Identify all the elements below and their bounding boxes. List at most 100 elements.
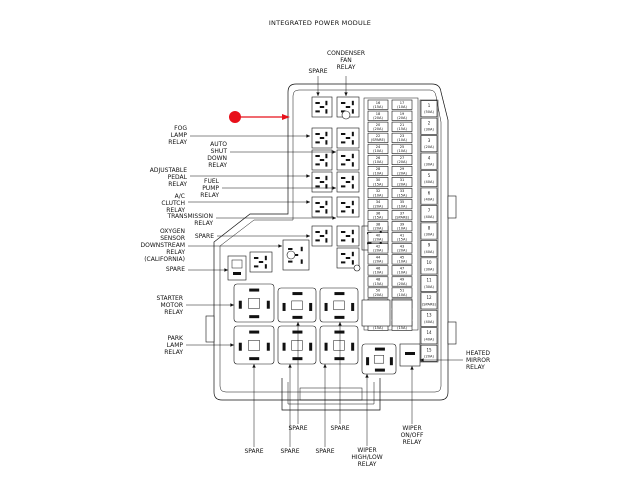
- mini-fuse-rating: (10A): [397, 105, 407, 109]
- cartridge-fuse-number: 11: [426, 278, 432, 283]
- indicator-arrow: [229, 111, 290, 123]
- spare-bottom-3-label-text: SPARE: [280, 448, 299, 455]
- mini-fuse: 35(10A): [391, 199, 413, 210]
- relay-terminal: [286, 250, 296, 260]
- mini-fuse-rating: (10A): [373, 171, 383, 175]
- mini-fuse-rating: (20A): [397, 249, 407, 253]
- spare-bottom-1-label: SPARE: [288, 322, 308, 432]
- mini-fuse-rating: (15A): [397, 127, 407, 131]
- park-lamp-relay-label-text: PARK: [168, 335, 185, 342]
- mini-fuse-rating: (15A): [373, 215, 383, 219]
- mini-fuse-number: 51: [400, 289, 405, 293]
- spare-bottom-3-label: SPARE: [280, 364, 300, 455]
- auto-shut-down-relay-label-text: DOWN: [207, 155, 227, 162]
- oxygen-sensor-downstream-relay-label-text: RELAY: [166, 249, 185, 256]
- mini-fuse-number: 43: [400, 244, 405, 248]
- mini-fuse-number: 16: [376, 101, 381, 105]
- condenser-fan-relay-label-text: CONDENSER: [327, 50, 365, 57]
- mini-fuse-rating: (15A): [397, 193, 407, 197]
- spare-bottom-4-label: SPARE: [315, 364, 335, 455]
- mini-fuse-number: 45: [400, 255, 405, 259]
- starter-motor-relay-label-text: STARTER: [157, 295, 183, 302]
- mini-relay-socket: [311, 96, 333, 118]
- mini-fuse-number: 38: [376, 222, 381, 226]
- mini-fuse-rating: (15A): [397, 238, 407, 242]
- mini-fuse-rating: (20A): [373, 249, 383, 253]
- starter-motor-relay-label-text: RELAY: [164, 309, 183, 316]
- cartridge-fuse-rating: (30A): [424, 163, 434, 167]
- mini-fuse-grid: 16(15A)17(10A)18(20A)19(20A)20(20A)21(15…: [363, 97, 419, 331]
- mini-fuse: 16(15A): [367, 99, 389, 110]
- ac-clutch-relay-label-text: A/C: [175, 193, 185, 200]
- spare-bottom-2-label-text: SPARE: [330, 425, 349, 432]
- large-relay-socket: [277, 287, 317, 323]
- spare-oxygen-label: SPARE: [195, 233, 310, 240]
- cartridge-fuse-number: 15: [426, 348, 432, 353]
- mini-relay-socket: [336, 247, 360, 269]
- mini-fuse: 37(SPARE): [391, 210, 413, 221]
- relay-terminal: [341, 110, 351, 120]
- mini-fuse: 40(20A): [367, 232, 389, 243]
- mini-fuse-number: 34: [376, 200, 381, 204]
- mini-relay-socket: [336, 196, 360, 218]
- mini-fuse-number: 32: [376, 189, 381, 193]
- mini-fuse: 33(15A): [391, 188, 413, 199]
- mini-fuse: 41(15A): [391, 232, 413, 243]
- heated-mirror-relay-label-text: HEATED: [466, 350, 490, 357]
- spare-top-label: SPARE: [308, 68, 328, 96]
- mini-fuse: 47(10A): [391, 265, 413, 276]
- cartridge-fuse-number: 4: [428, 155, 431, 160]
- condenser-fan-relay-label-text: RELAY: [337, 64, 356, 71]
- mini-fuse-number: 19: [400, 112, 405, 116]
- mini-fuse: 34(20A): [367, 199, 389, 210]
- mini-fuse-rating: (10A): [373, 149, 383, 153]
- wiper-on-off-relay-label-text: WIPER: [402, 425, 421, 432]
- mini-relay-socket: [336, 171, 360, 193]
- fuel-pump-relay-label-text: FUEL: [204, 178, 220, 185]
- large-relay-socket: [361, 343, 397, 375]
- cartridge-fuse: 5(40A): [420, 170, 438, 188]
- mini-fuse: 38(20A): [367, 221, 389, 232]
- mini-fuse: 42(20A): [367, 243, 389, 254]
- mini-relay-socket: [311, 149, 333, 171]
- relay-terminal: [353, 264, 361, 272]
- cartridge-fuse-rating: (40A): [424, 337, 434, 341]
- mini-fuse-number: 49: [400, 278, 405, 282]
- heated-mirror-relay-socket: [399, 343, 421, 367]
- mini-fuse-rating: (10A): [397, 260, 407, 264]
- fog-lamp-relay-label-text: FOG: [174, 125, 187, 132]
- spare-bottom-5-label: SPARE: [244, 364, 264, 455]
- mini-fuse: 26(10A): [367, 154, 389, 165]
- cartridge-fuse-rating: (SPARE): [422, 302, 437, 306]
- mini-fuse-rating: (15A): [373, 282, 383, 286]
- mini-fuse-number: 31: [400, 178, 405, 182]
- mini-fuse: 20(20A): [367, 121, 389, 132]
- mini-fuse-number: 40: [376, 233, 381, 237]
- mini-fuse: 48(15A): [367, 276, 389, 287]
- large-relay-bank: [233, 283, 421, 375]
- mini-fuse-rating: (SPARE): [371, 138, 386, 142]
- mini-fuse-number: 28: [376, 167, 381, 171]
- mini-fuse-rating: (10A): [397, 227, 407, 231]
- mini-fuse-rating: (20A): [373, 227, 383, 231]
- spare-left-label: SPARE: [166, 266, 228, 273]
- cartridge-fuse-rating: (20A): [424, 355, 434, 359]
- mini-fuse-number: 44: [376, 255, 381, 259]
- starter-motor-relay-label-text: MOTOR: [161, 302, 183, 309]
- mini-fuse-rating: (20A): [373, 293, 383, 297]
- mini-fuse: 30(15A): [367, 177, 389, 188]
- mini-fuse-rating: (15A): [373, 182, 383, 186]
- wiper-high-low-relay-label-text: WIPER: [357, 447, 376, 454]
- cartridge-fuse-number: 10: [426, 260, 432, 265]
- cartridge-fuse: 12(SPARE): [420, 292, 438, 310]
- mini-fuse: 21(15A): [391, 121, 413, 132]
- cartridge-fuse-number: 2: [428, 120, 431, 125]
- cartridge-fuse: 6(40A): [420, 187, 438, 205]
